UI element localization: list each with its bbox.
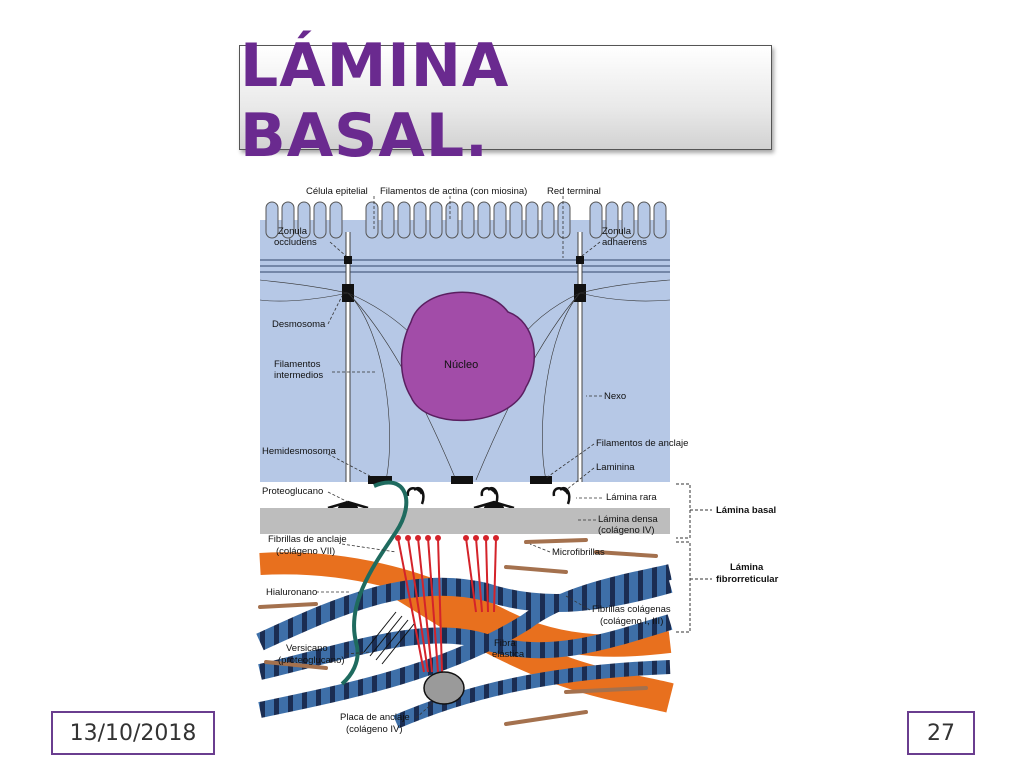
- label-fibrillas-colagenas-1: Fibrillas colágenas: [592, 604, 671, 615]
- label-filamentos-intermedios-2: intermedios: [274, 370, 323, 381]
- label-lamina-fibrorreticular-1: Lámina: [730, 562, 764, 573]
- hemidesmosome-3: [530, 476, 552, 484]
- label-filamentos-intermedios-1: Filamentos: [274, 359, 321, 370]
- label-placa-anclaje-2: (colágeno IV): [346, 724, 403, 735]
- epithelial-cells: [259, 201, 671, 484]
- diagram-labels: Célula epitelial Filamentos de actina (c…: [262, 186, 779, 735]
- label-placa-anclaje-1: Placa de anclaje: [340, 712, 410, 723]
- slide-page-number: 27: [927, 720, 955, 746]
- hemidesmosome-2: [451, 476, 473, 484]
- date-box: 13/10/2018: [51, 711, 215, 755]
- label-microfibrillas: Microfibrillas: [552, 547, 605, 558]
- label-filamentos-anclaje: Filamentos de anclaje: [596, 438, 688, 449]
- title-box: LÁMINA BASAL.: [239, 31, 772, 171]
- label-nexo: Nexo: [604, 391, 626, 402]
- label-hemidesmosoma: Hemidesmosoma: [262, 446, 337, 457]
- label-lamina-densa-1: Lámina densa: [598, 514, 658, 525]
- brackets: [676, 483, 712, 633]
- label-lamina-rara: Lámina rara: [606, 492, 657, 503]
- slide-title: LÁMINA BASAL.: [240, 30, 510, 171]
- label-zonula-adhaerens-1: Zonula: [602, 226, 632, 237]
- label-fibra-elastica-1: Fibra: [494, 638, 516, 649]
- leader-lines: [316, 196, 602, 719]
- label-versicano-1: Versicano: [286, 643, 328, 654]
- label-zonula-occludens-2: occludens: [274, 237, 317, 248]
- basal-lamina-diagram: Célula epitelial Filamentos de actina (c…: [246, 172, 802, 750]
- label-hialuronano: Hialuronano: [266, 587, 317, 598]
- label-fibra-elastica-2: elástica: [492, 649, 525, 660]
- lamina-densa-band: [260, 508, 670, 534]
- label-lamina-fibrorreticular-2: fibrorreticular: [716, 574, 779, 585]
- label-versicano-2: (proteoglucano): [278, 655, 345, 666]
- label-filamentos-actina: Filamentos de actina (con miosina): [380, 186, 527, 197]
- slide-date: 13/10/2018: [69, 720, 197, 746]
- label-nucleo: Núcleo: [444, 359, 478, 371]
- label-fibrillas-colagenas-2: (colágeno I, III): [600, 616, 663, 627]
- label-lamina-densa-2: (colágeno IV): [598, 525, 655, 536]
- page-number-box: 27: [907, 711, 975, 755]
- label-celula-epitelial: Célula epitelial: [306, 186, 368, 197]
- label-laminina: Laminina: [596, 462, 635, 473]
- label-lamina-basal: Lámina basal: [716, 505, 776, 516]
- label-red-terminal: Red terminal: [547, 186, 601, 197]
- label-proteoglucano: Proteoglucano: [262, 486, 323, 497]
- label-zonula-occludens-1: Zonula: [278, 226, 308, 237]
- label-desmosoma: Desmosoma: [272, 319, 326, 330]
- anchoring-plaque: [423, 671, 465, 705]
- hemidesmosome-1: [368, 476, 392, 484]
- nucleus: [400, 291, 535, 422]
- label-fibrillas-anclaje-2: (colágeno VII): [276, 546, 335, 557]
- label-fibrillas-anclaje-1: Fibrillas de anclaje: [268, 534, 347, 545]
- label-zonula-adhaerens-2: adhaerens: [602, 237, 647, 248]
